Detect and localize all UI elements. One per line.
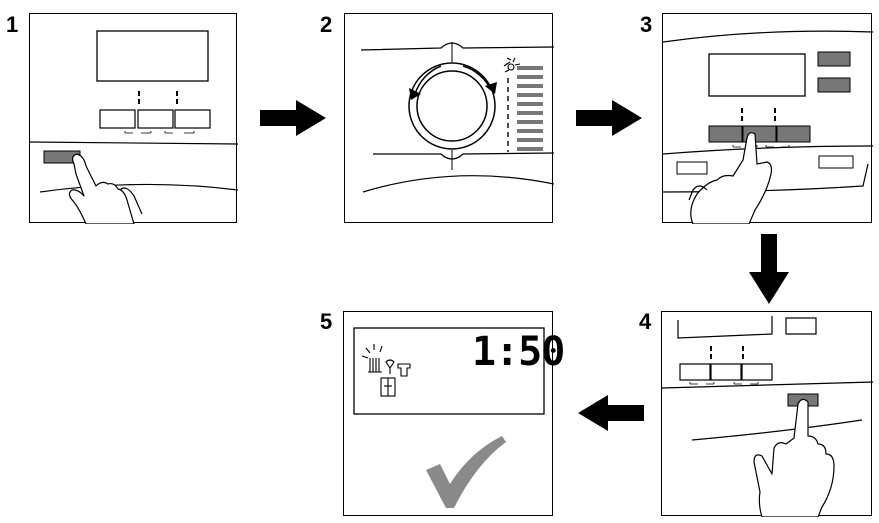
step-number-3: 3 — [640, 12, 653, 37]
step-4-panel — [661, 311, 873, 517]
arrow-left-icon — [578, 395, 644, 431]
display-time: 1:50 — [472, 329, 565, 375]
step-2-illustration — [360, 42, 554, 193]
knob-rotate-icon — [408, 62, 497, 150]
step-1-panel — [29, 13, 238, 224]
step-1-illustration — [30, 30, 238, 224]
drying-icon — [361, 344, 411, 377]
step-5-panel: 1:50 — [343, 311, 565, 516]
door-lock-icon — [380, 377, 396, 397]
step-2-panel — [344, 13, 554, 223]
step-3-illustration — [663, 30, 873, 224]
checkmark-icon — [426, 436, 506, 508]
step-number-2: 2 — [320, 12, 333, 37]
step-number-4: 4 — [639, 309, 652, 334]
step-5-illustration — [353, 327, 545, 415]
display-frame — [353, 327, 545, 415]
step-3-panel — [662, 13, 873, 224]
step-number-1: 1 — [6, 12, 19, 37]
hand-pointer-icon — [688, 132, 773, 224]
hand-pointer-icon — [753, 398, 835, 517]
arrow-down-icon — [749, 234, 789, 304]
arrow-right-icon — [260, 100, 326, 136]
step-number-5: 5 — [320, 309, 333, 334]
hand-pointer-icon — [68, 153, 143, 224]
arrow-right-icon — [576, 100, 642, 136]
step-4-illustration — [662, 316, 873, 517]
